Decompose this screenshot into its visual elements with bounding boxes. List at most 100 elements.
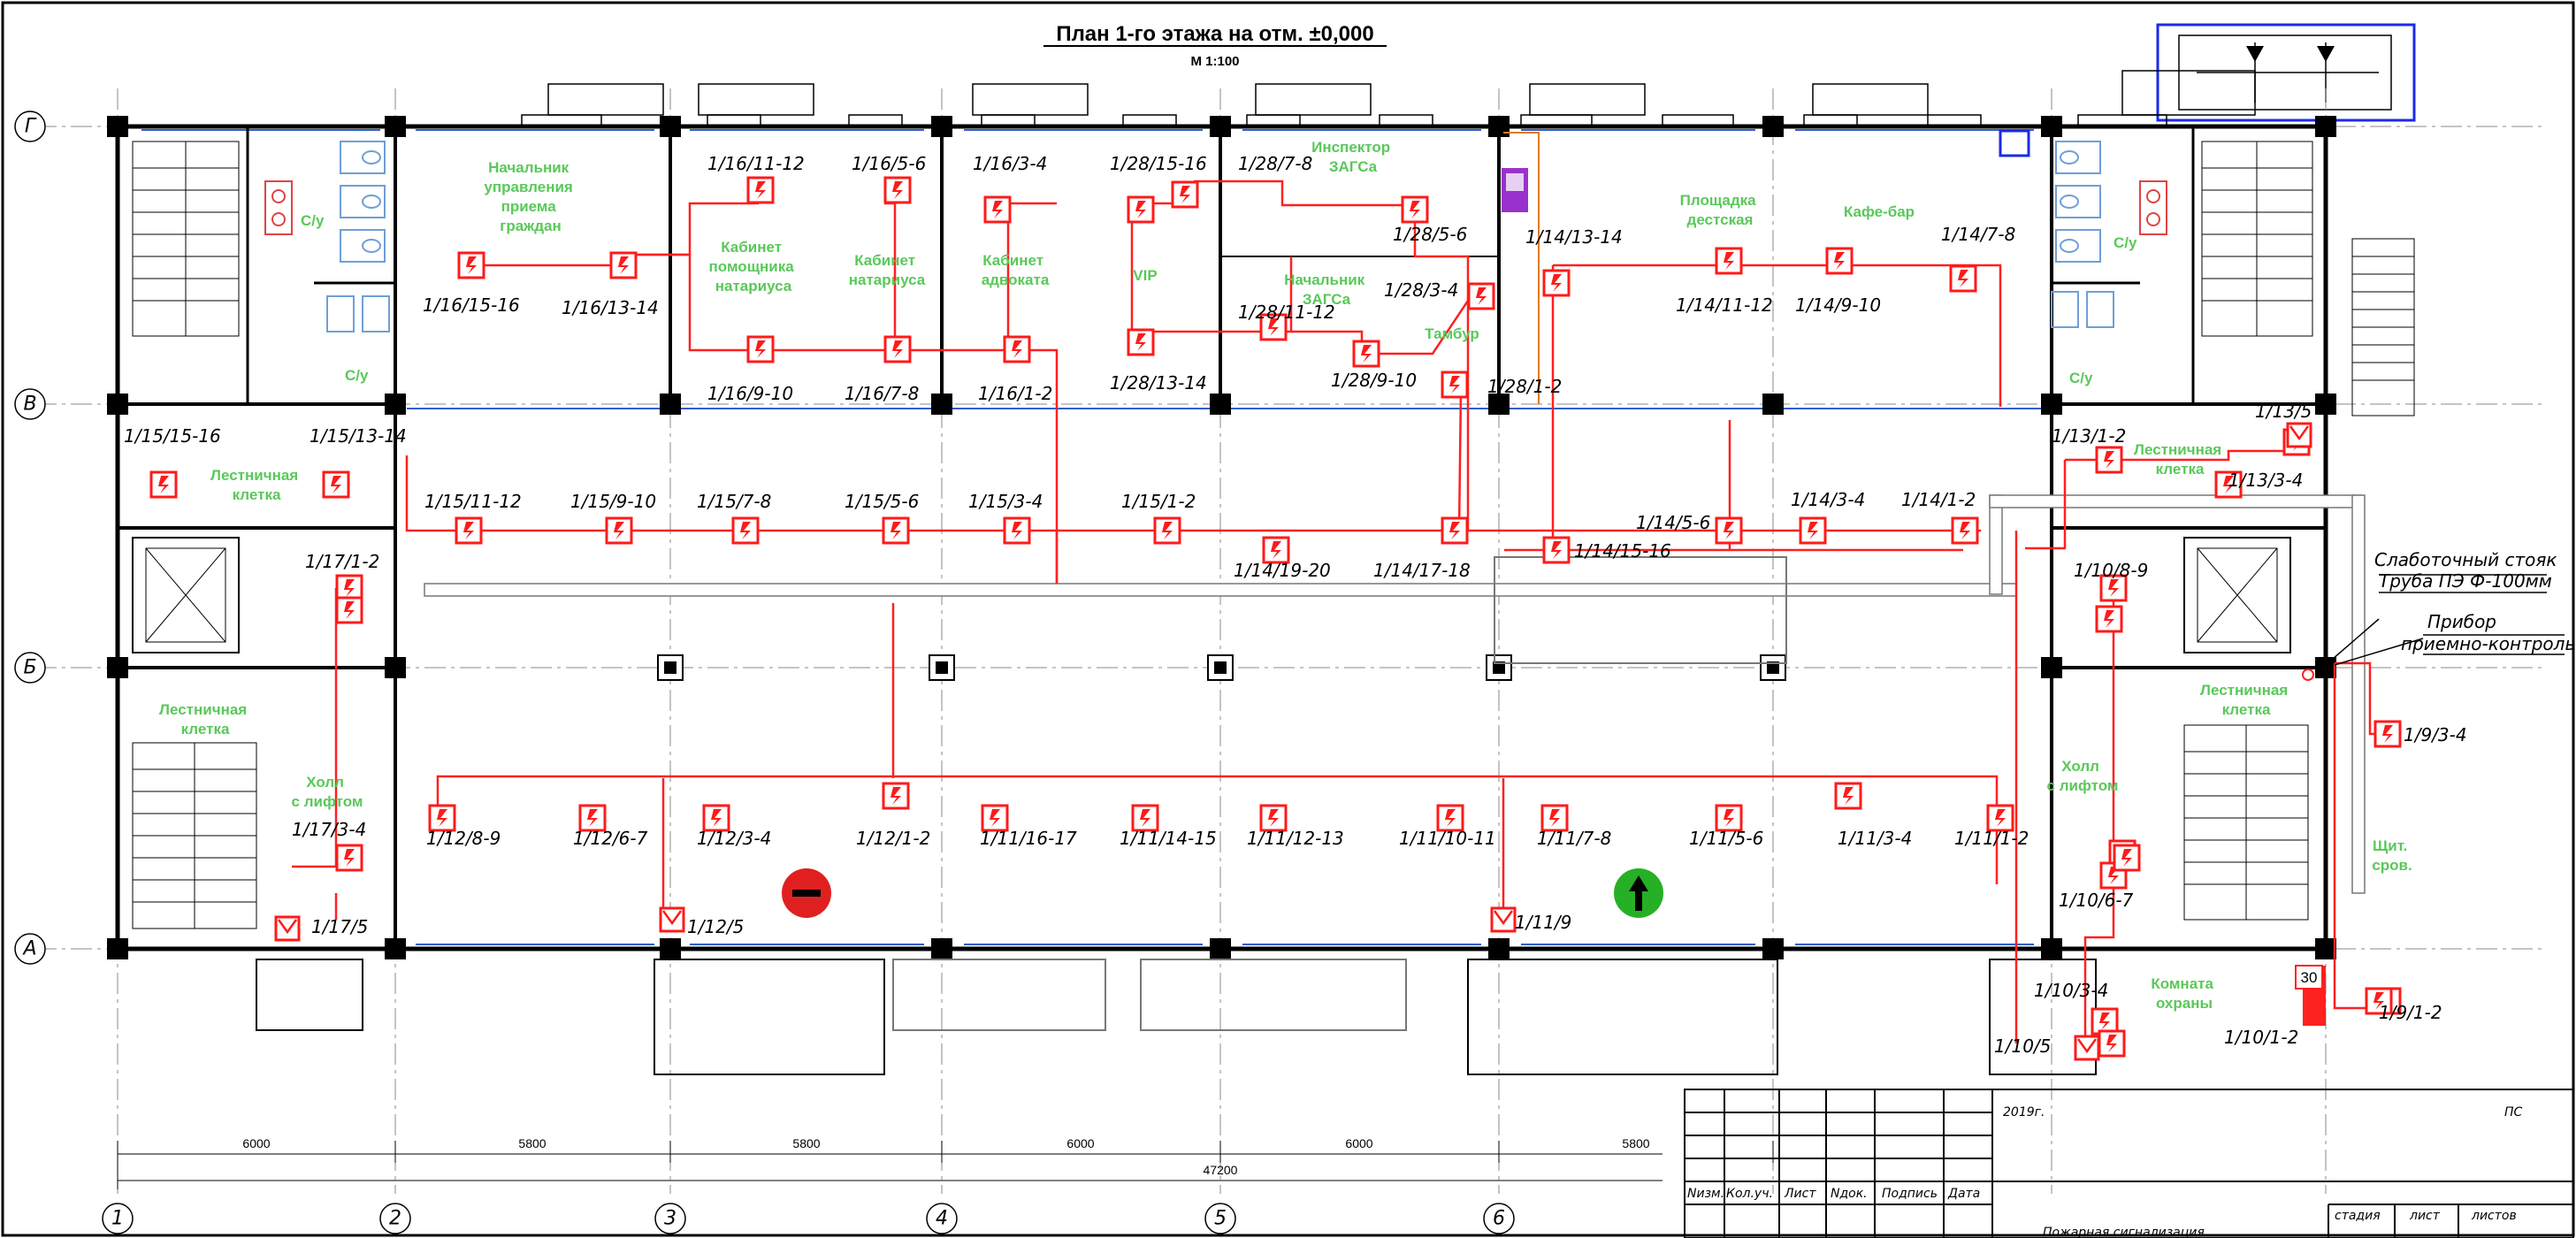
corridor-columns — [657, 654, 1786, 681]
label-d40: 1/17/5 — [311, 916, 368, 937]
label-d1: 1/16/15-16 — [423, 294, 520, 316]
label-d51: 1/11/7-8 — [1537, 828, 1611, 849]
tb-col1: Nизм. — [1687, 1187, 1724, 1201]
room-stair-left-top: Лестничная клетка — [210, 467, 302, 503]
tb-project: Пожарная сигнализация — [2043, 1226, 2205, 1238]
room-wc-right-bottom: С/у — [2069, 370, 2093, 386]
room-assistant: Кабинет помощника натариуса — [709, 239, 799, 294]
smoke-detector — [1401, 195, 1429, 224]
smoke-detector — [1799, 516, 1827, 545]
smoke-detector — [335, 844, 363, 872]
room-labels: С/у С/у Начальник управления приема граж… — [159, 139, 2412, 1012]
dimension-chain — [117, 1141, 1774, 1189]
room-vestibule: Тамбур — [1425, 325, 1479, 342]
smoke-detector — [1715, 804, 1743, 832]
note-riser-2: Труба ПЭ Ф-100мм — [2379, 570, 2552, 592]
smoke-detector — [1003, 335, 1031, 363]
label-d29: 1/14/19-20 — [1234, 560, 1331, 581]
tb-col6: Дата — [1947, 1187, 1980, 1201]
room-vip: VIP — [1133, 267, 1157, 284]
axis-row-g: Г — [25, 116, 37, 138]
label-d58: 1/10/5 — [1994, 1035, 2051, 1057]
dim-3: 5800 — [792, 1136, 820, 1150]
label-d23: 1/15/11-12 — [424, 491, 522, 512]
manual-call-point — [274, 915, 301, 942]
tb-code: ПС — [2504, 1105, 2523, 1120]
room-guard: Комната охраны — [2151, 975, 2217, 1012]
smoke-detector — [1441, 371, 1469, 399]
label-d3: 1/16/11-12 — [707, 153, 805, 174]
label-d56: 1/10/6-7 — [2059, 890, 2134, 911]
note-riser-1: Слаботочный стояк — [2374, 549, 2557, 570]
smoke-detector — [1825, 247, 1854, 275]
label-d33: 1/14/3-4 — [1791, 489, 1865, 510]
label-d19: 1/14/9-10 — [1795, 294, 1881, 316]
detector-labels: 1/16/15-16 1/16/13-14 1/16/11-12 1/16/9-… — [124, 153, 2467, 1057]
smoke-detector — [883, 176, 912, 204]
label-d47: 1/11/14-15 — [1120, 828, 1217, 849]
smoke-detector — [702, 804, 730, 832]
column-axis-labels: 1 2 3 4 5 6 — [102, 1203, 1515, 1234]
smoke-detector — [1259, 804, 1288, 832]
room-hall-right: Холл с лифтом — [2047, 758, 2119, 794]
label-d6: 1/16/7-8 — [845, 383, 919, 404]
smoke-detector — [1540, 804, 1569, 832]
manual-call-point-layer — [274, 422, 2312, 1061]
smoke-detector — [1127, 328, 1155, 356]
dim-4: 6000 — [1066, 1136, 1094, 1150]
label-d26: 1/15/5-6 — [845, 491, 919, 512]
plan-title: План 1-го этажа на отм. ±0,000 — [1056, 22, 1373, 46]
label-d30: 1/14/17-18 — [1373, 560, 1471, 581]
riser-annotation — [2325, 574, 2565, 666]
label-d36: 1/13/5 — [2255, 401, 2312, 422]
label-d9: 1/28/15-16 — [1110, 153, 1207, 174]
axis-col-5: 5 — [1214, 1208, 1227, 1230]
stair-right-top — [2201, 141, 2313, 337]
axis-col-4: 4 — [936, 1208, 948, 1230]
smoke-detector — [2113, 844, 2141, 872]
label-d21: 1/15/15-16 — [124, 425, 221, 447]
label-d45: 1/12/5 — [687, 916, 744, 937]
stair-right-bottom — [2183, 724, 2309, 921]
smoke-detector — [2099, 574, 2128, 602]
label-d28: 1/15/1-2 — [1121, 491, 1196, 512]
smoke-detector — [1131, 804, 1159, 832]
facade-window-sills — [521, 70, 2256, 127]
label-d46: 1/11/16-17 — [980, 828, 1077, 849]
smoke-detector — [731, 516, 760, 545]
label-d48: 1/11/12-13 — [1247, 828, 1344, 849]
elevator-left — [132, 537, 240, 653]
label-d60: 1/9/3-4 — [2404, 724, 2467, 745]
smoke-detector — [609, 251, 638, 279]
label-d41: 1/12/8-9 — [426, 828, 501, 849]
plan-scale: М 1:100 — [1190, 54, 1239, 69]
label-d16: 1/28/1-2 — [1487, 376, 1562, 397]
room-wc-left-top: С/у — [301, 212, 325, 229]
label-d32: 1/14/5-6 — [1636, 512, 1710, 533]
smoke-detector — [457, 251, 485, 279]
label-d31: 1/14/15-16 — [1574, 540, 1671, 562]
label-d5: 1/16/5-6 — [852, 153, 926, 174]
label-d34: 1/14/1-2 — [1901, 489, 1976, 510]
row-axis-labels: Г В Б А — [14, 111, 46, 965]
washbasins — [264, 180, 2167, 235]
label-d35: 1/13/1-2 — [2052, 425, 2126, 447]
cable-tray — [424, 494, 2366, 894]
smoke-detector — [2365, 987, 2393, 1015]
smoke-detector — [746, 335, 775, 363]
label-d57: 1/10/3-4 — [2034, 980, 2108, 1001]
label-d18: 1/14/11-12 — [1676, 294, 1773, 316]
stair-left-bottom — [132, 742, 257, 929]
room-notary: Кабинет натариуса — [849, 252, 926, 288]
label-d22: 1/15/13-14 — [310, 425, 407, 447]
structural-columns — [107, 116, 2336, 959]
label-d2: 1/16/13-14 — [562, 297, 659, 318]
room-lawyer: Кабинет адвоката — [982, 252, 1050, 288]
smoke-detector — [322, 470, 350, 499]
axis-col-3: 3 — [664, 1208, 676, 1230]
riser-notes: Слаботочный стояк Труба ПЭ Ф-100мм Прибо… — [2374, 549, 2576, 654]
manual-call-point — [2074, 1035, 2100, 1061]
smoke-detector — [2214, 470, 2243, 499]
room-stair-right-bottom: Лестничная клетка — [2200, 682, 2292, 718]
label-d42: 1/12/6-7 — [573, 828, 648, 849]
